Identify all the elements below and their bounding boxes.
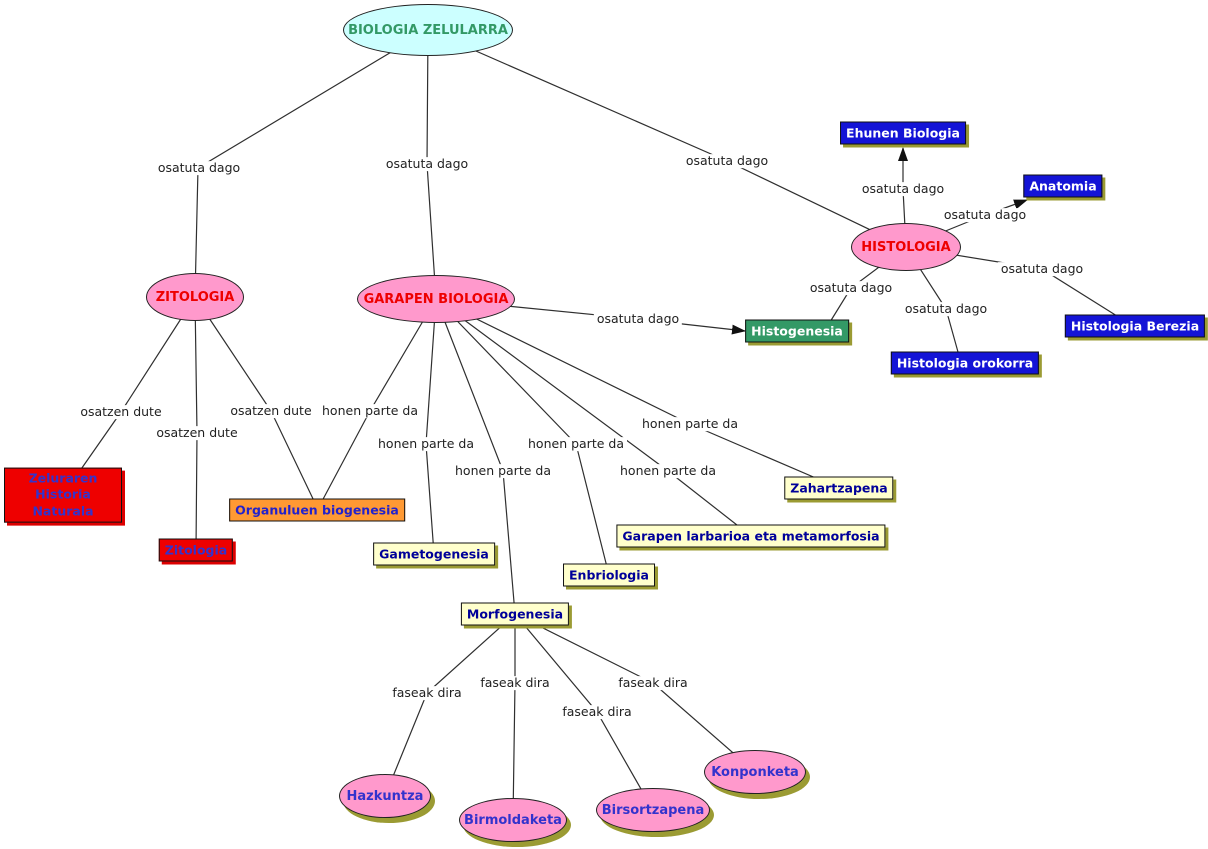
concept-node-histogenesia[interactable]: Histogenesia [745, 319, 849, 343]
concept-node-anatomia[interactable]: Anatomia [1023, 174, 1103, 198]
concept-node-zitologia-azpigaia[interactable]: Zitologia [158, 538, 234, 562]
concept-node-konponketa[interactable]: Konponketa [704, 750, 806, 794]
link-label-faseak-dira[interactable]: faseak dira [559, 705, 635, 719]
link-label-honen-parte-da[interactable]: honen parte da [639, 417, 741, 431]
link-label-osatuta-dago[interactable]: osatuta dago [593, 312, 683, 326]
link-label-osatzen-dute[interactable]: osatzen dute [77, 405, 165, 419]
link-label-honen-parte-da[interactable]: honen parte da [319, 404, 421, 418]
concept-node-enbriologia[interactable]: Enbriologia [563, 563, 655, 587]
link-label-osatzen-dute[interactable]: osatzen dute [153, 426, 241, 440]
concept-node-histologia-berezia[interactable]: Histologia Berezia [1064, 314, 1206, 338]
link-label-honen-parte-da[interactable]: honen parte da [525, 437, 627, 451]
link-label-osatuta-dago[interactable]: osatuta dago [382, 157, 472, 171]
concept-node-histologia-orokorra[interactable]: Histologia orokorra [890, 351, 1040, 375]
concept-node-hazkuntza[interactable]: Hazkuntza [339, 774, 431, 818]
concept-node-organuluen-biogenesia[interactable]: Organuluen biogenesia [229, 498, 405, 522]
link-label-osatuta-dago[interactable]: osatuta dago [858, 182, 948, 196]
concept-node-gametogenesia[interactable]: Gametogenesia [373, 542, 495, 566]
link-label-osatuta-dago[interactable]: osatuta dago [154, 161, 244, 175]
concept-node-biologia-zelularra[interactable]: BIOLOGIA ZELULARRA [343, 4, 513, 56]
concept-node-zahartzapena[interactable]: Zahartzapena [784, 476, 894, 500]
concept-node-morfogenesia[interactable]: Morfogenesia [460, 602, 570, 626]
link-label-faseak-dira[interactable]: faseak dira [615, 676, 691, 690]
concept-node-birmoldaketa[interactable]: Birmoldaketa [459, 798, 567, 842]
link-label-faseak-dira[interactable]: faseak dira [477, 676, 553, 690]
link-label-honen-parte-da[interactable]: honen parte da [375, 437, 477, 451]
link-label-osatuta-dago[interactable]: osatuta dago [682, 154, 772, 168]
link-label-osatuta-dago[interactable]: osatuta dago [997, 262, 1087, 276]
concept-node-garapen-larbarioa-eta-metamorfosia[interactable]: Garapen larbarioa eta metamorfosia [616, 524, 886, 548]
concept-node-ehunen-biologia[interactable]: Ehunen Biologia [840, 121, 966, 145]
link-label-osatuta-dago[interactable]: osatuta dago [940, 208, 1030, 222]
concept-node-birsortzapena[interactable]: Birsortzapena [596, 788, 710, 832]
concept-node-zitologia[interactable]: ZITOLOGIA [146, 273, 244, 321]
link-label-honen-parte-da[interactable]: honen parte da [617, 464, 719, 478]
link-label-osatzen-dute[interactable]: osatzen dute [227, 404, 315, 418]
link-label-osatuta-dago[interactable]: osatuta dago [806, 281, 896, 295]
link-label-osatuta-dago[interactable]: osatuta dago [901, 302, 991, 316]
link-label-honen-parte-da[interactable]: honen parte da [452, 464, 554, 478]
concept-node-zeluraren-historia-naturala[interactable]: Zeluraren Historia Naturala [4, 467, 122, 523]
concept-node-histologia[interactable]: HISTOLOGIA [851, 223, 961, 271]
link-label-faseak-dira[interactable]: faseak dira [389, 686, 465, 700]
concept-node-garapen-biologia[interactable]: GARAPEN BIOLOGIA [357, 275, 515, 323]
